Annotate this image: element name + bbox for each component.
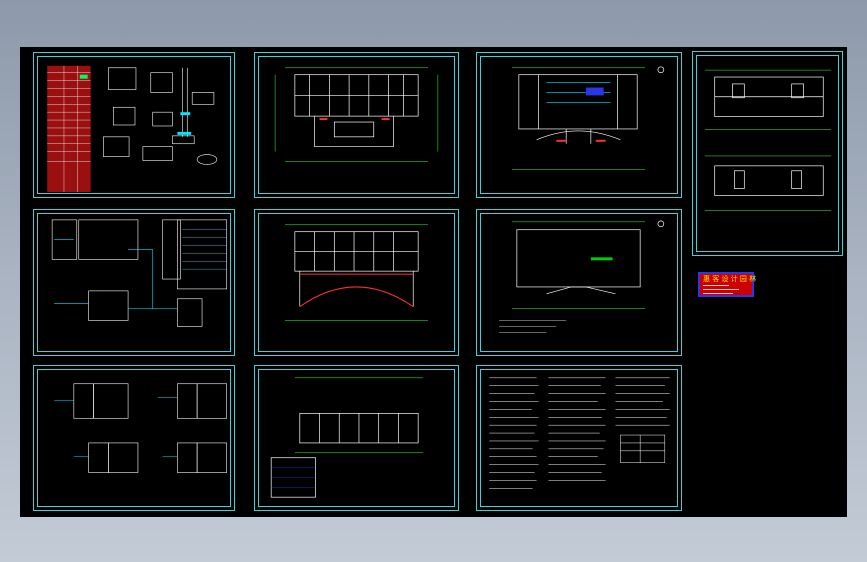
sheet-notes[interactable] [476,365,682,511]
sheet-details[interactable] [33,52,235,198]
sheet-plan-floor-2[interactable] [254,209,459,356]
sheet-plan-floor-3[interactable] [254,365,459,511]
sheet-plan-floor-1[interactable] [254,52,459,198]
sheet-elevation[interactable] [692,51,843,256]
title-stamp[interactable]: 惠 客 设 计 园 林 [698,272,757,297]
stamp-title: 惠 客 设 计 园 林 [703,275,757,283]
sheet-plan-roof[interactable] [476,209,682,356]
drawing-canvas[interactable]: 惠 客 设 计 园 林 [20,47,847,517]
sheet-wiring-diagram-1[interactable] [33,209,235,356]
sheet-plan-roof-north[interactable] [476,52,682,198]
sheet-wiring-diagram-2[interactable] [33,365,235,511]
